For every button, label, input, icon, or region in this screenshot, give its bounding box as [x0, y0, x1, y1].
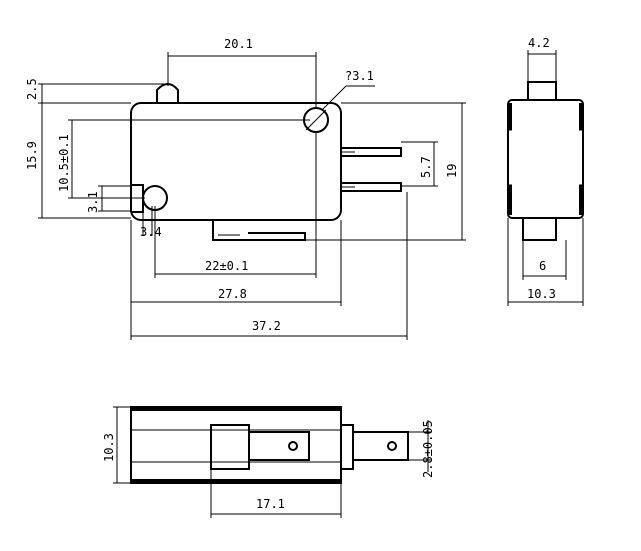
dim-top-width: 20.1	[224, 37, 253, 51]
side-body	[507, 99, 584, 219]
dim-bottom-height: 10.3	[102, 433, 116, 462]
bottom-terminal-1	[248, 431, 310, 461]
dim-bottom-len: 17.1	[256, 497, 285, 511]
dim-side-top: 4.2	[528, 36, 550, 50]
dim-left-top: 2.5	[25, 78, 39, 100]
terminal-bottom	[212, 220, 306, 241]
dim-term-thick: 2.8±0.05	[421, 420, 435, 478]
bottom-step	[340, 424, 354, 470]
dim-total-height: 19	[445, 164, 459, 178]
dim-center-dist: 22±0.1	[205, 259, 248, 273]
dim-pin-width: 3.4	[140, 225, 162, 239]
bottom-view: 10.3 17.1 2.8±0.05	[102, 406, 435, 518]
side-plunger	[527, 81, 557, 101]
dim-term-gap: 5.7	[419, 156, 433, 178]
dim-hole-dia: ?3.1	[345, 69, 374, 83]
bottom-terminal-2	[352, 431, 409, 461]
plunger	[156, 83, 179, 103]
dim-side-total: 10.3	[527, 287, 556, 301]
side-terminal	[522, 217, 557, 241]
dim-side-inner: 6	[539, 259, 546, 273]
dim-hole-offset: 10.5±0.1	[57, 134, 71, 192]
dim-body-len: 27.8	[218, 287, 247, 301]
dim-total-len: 37.2	[252, 319, 281, 333]
dim-pin-height: 3.1	[86, 191, 100, 213]
dim-left-height: 15.9	[25, 141, 39, 170]
switch-body	[130, 102, 342, 221]
side-view: 4.2 6 10.3	[507, 36, 584, 306]
front-view: 20.1 ?3.1 2.5 15.9 10.5±0.1 3.1 3.4 22±0…	[25, 37, 466, 340]
